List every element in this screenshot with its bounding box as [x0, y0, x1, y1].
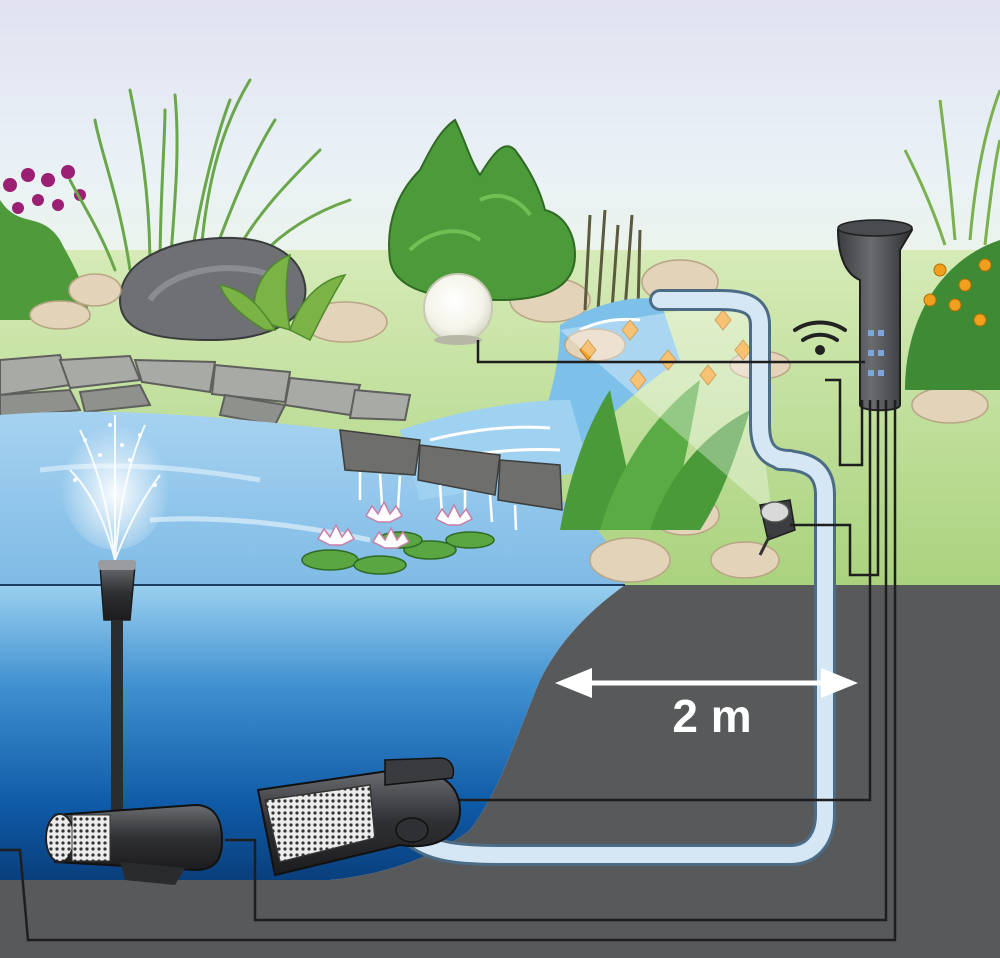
- globe-light-icon: [423, 273, 493, 343]
- reeds: [583, 209, 642, 311]
- filter-pump: [256, 757, 462, 877]
- cables: [0, 340, 897, 942]
- shrubs: [388, 118, 577, 302]
- stream-waterfall: [339, 298, 680, 531]
- arrow-right-icon: [821, 668, 858, 698]
- fountain-nozzle: [98, 560, 136, 815]
- pond-cross-section: [0, 585, 625, 880]
- spotlight-beam: [560, 300, 772, 515]
- hose-icon: [397, 292, 833, 863]
- flower-bed-left: [0, 165, 90, 320]
- yellow-flowers-right: [905, 240, 1000, 390]
- distance-label: 2 m: [672, 690, 751, 742]
- pond-edge-stones: [0, 353, 412, 427]
- fountain-pump: [45, 803, 224, 885]
- arrow-left-icon: [555, 668, 592, 698]
- fern: [218, 253, 347, 342]
- iris-plant: [560, 309, 752, 530]
- wifi-icon: [793, 320, 847, 355]
- pump-icon: [256, 757, 462, 877]
- garden-globe-light: [423, 273, 493, 345]
- water-lilies: [301, 500, 495, 575]
- fountain-jet: [60, 410, 170, 561]
- spotlight: [758, 499, 796, 556]
- ornamental-grass-right: [903, 89, 1000, 246]
- pump-icon: [45, 803, 224, 885]
- power-control-unit: [836, 219, 914, 412]
- distance-marker: 2 m: [555, 668, 858, 742]
- watercourse-hose: [394, 289, 836, 866]
